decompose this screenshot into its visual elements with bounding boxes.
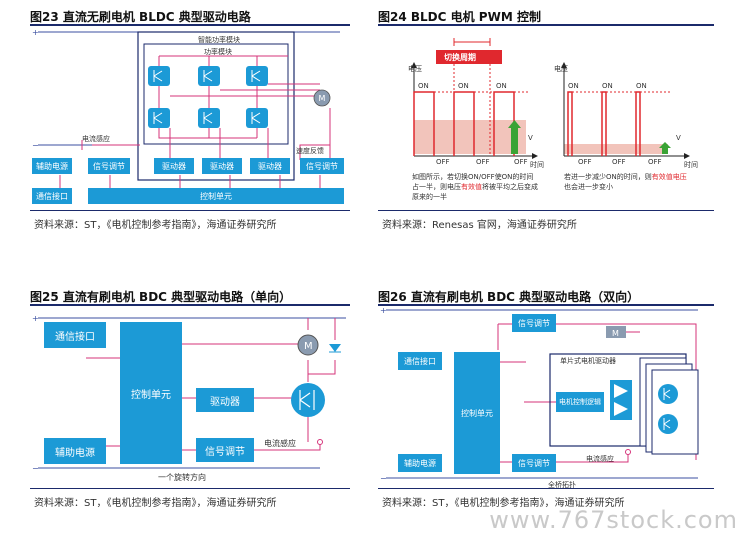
power-module-label: 功率模块 [204,48,232,56]
figure-23: 图23 直流无刷电机 BLDC 典型驱动电路 资料来源：ST，《电机控制参考指南… [30,0,350,240]
motor-symbol: M [304,341,313,352]
rotation-direction-label: 一个旋转方向 [158,473,206,482]
svg-text:−: − [380,474,387,483]
driver-box-1: 驱动器 [154,158,194,174]
figure-25-source: 资料来源：ST，《电机控制参考指南》，海通证券研究所 [34,498,277,509]
figure-24-title: 图24 BLDC 电机 PWM 控制 [378,10,541,24]
figure-26-title: 图26 直流有刷电机 BDC 典型驱动电路（双向） [378,290,640,304]
svg-text:−: − [32,464,39,473]
comm-interface-box: 通信接口 [32,188,72,204]
on-label: ON [496,82,507,90]
off-label: OFF [612,158,626,166]
svg-text:+: + [32,28,39,37]
off-label: OFF [436,158,450,166]
title-rule [30,24,350,26]
signal-conditioning-box-bottom: 信号调节 [512,454,556,472]
title-rule [378,304,714,306]
off-label: OFF [514,158,528,166]
off-label: OFF [476,158,490,166]
voltage-axis-label-2: 电压 [554,65,568,73]
on-label: ON [602,82,613,90]
time-axis-label: 时间 [530,161,544,169]
motor-symbol: M [319,94,326,103]
figure-26: 图26 直流有刷电机 BDC 典型驱动电路（双向） 资料来源：ST，《电机控制参… [378,282,714,522]
on-label: ON [458,82,469,90]
current-sense-label: 电流感应 [82,135,110,143]
signal-conditioning-box: 信号调节 [196,438,254,462]
driver-box-3: 驱动器 [250,158,290,174]
on-label: ON [418,82,429,90]
watermark: www.767stock.com [489,506,738,534]
figure-23-title: 图23 直流无刷电机 BLDC 典型驱动电路 [30,10,251,24]
switch-period-label: 切换周期 [444,53,476,62]
description-1: 如图所示，若切换ON/OFF使ON的时间 占一半，则电压有效值将被平均之后变成 … [412,173,538,201]
figure-26-source: 资料来源：ST，《电机控制参考指南》，海通证券研究所 [382,498,625,509]
voltage-axis-label: 电压 [408,65,422,73]
v-label: V [528,134,533,142]
figure-25: 图25 直流有刷电机 BDC 典型驱动电路（单向） 资料来源：ST，《电机控制参… [30,282,350,522]
driver-box-2: 驱动器 [202,158,242,174]
svg-text:−: − [32,141,39,150]
full-bridge-label: 全桥拓扑 [548,481,576,489]
svg-text:+: + [380,306,387,315]
on-label: ON [636,82,647,90]
bdc-bidirectional-diagram: M + − [380,306,699,483]
source-rule [30,488,350,489]
off-label: OFF [578,158,592,166]
title-rule [378,24,714,26]
figure-25-title: 图25 直流有刷电机 BDC 典型驱动电路（单向） [30,290,292,304]
aux-power-box: 辅助电源 [398,454,442,472]
title-rule [30,304,350,306]
bdc-unidirectional-diagram: M + − [32,314,346,473]
pwm-waveform-chart [411,38,690,159]
control-unit-box: 控制单元 [454,352,500,474]
smart-power-module-label: 智能功率模块 [198,36,240,44]
control-unit-box: 控制单元 [120,322,182,464]
signal-conditioning-box-top: 信号调节 [512,314,556,332]
source-rule [378,210,714,211]
aux-power-box: 辅助电源 [44,438,106,464]
on-label: ON [568,82,579,90]
driver-box: 驱动器 [196,388,254,412]
control-unit-box: 控制单元 [88,188,344,204]
speed-feedback-label: 速度反馈 [296,147,324,155]
current-sense-label: 电流感应 [264,439,296,448]
motor-symbol: M [612,329,619,338]
time-axis-label-2: 时间 [684,161,698,169]
comm-interface-box: 通信接口 [398,352,442,370]
figure-24-source: 资料来源：Renesas 官网，海通证券研究所 [382,220,577,231]
bldc-circuit-diagram: M + − [32,28,340,190]
description-2: 若进一步减少ON的时间，则有效值电压 也会进一步变小 [564,173,687,191]
v-label: V [676,134,681,142]
figure-23-source: 资料来源：ST，《电机控制参考指南》，海通证券研究所 [34,220,277,231]
figure-24: 图24 BLDC 电机 PWM 控制 资料来源：Renesas 官网，海通证券研… [378,0,714,240]
off-label: OFF [648,158,662,166]
motor-control-logic-box: 电机控制逻辑 [556,392,604,412]
aux-power-box: 辅助电源 [32,158,72,174]
source-rule [378,488,714,489]
source-rule [30,210,350,211]
comm-interface-box: 通信接口 [44,322,106,348]
single-chip-driver-label: 单片式电机驱动器 [560,357,616,365]
signal-conditioning-box-2: 信号调节 [300,158,344,174]
svg-text:+: + [32,314,39,323]
current-sense-label: 电流感应 [586,455,614,463]
signal-conditioning-box: 信号调节 [88,158,130,174]
